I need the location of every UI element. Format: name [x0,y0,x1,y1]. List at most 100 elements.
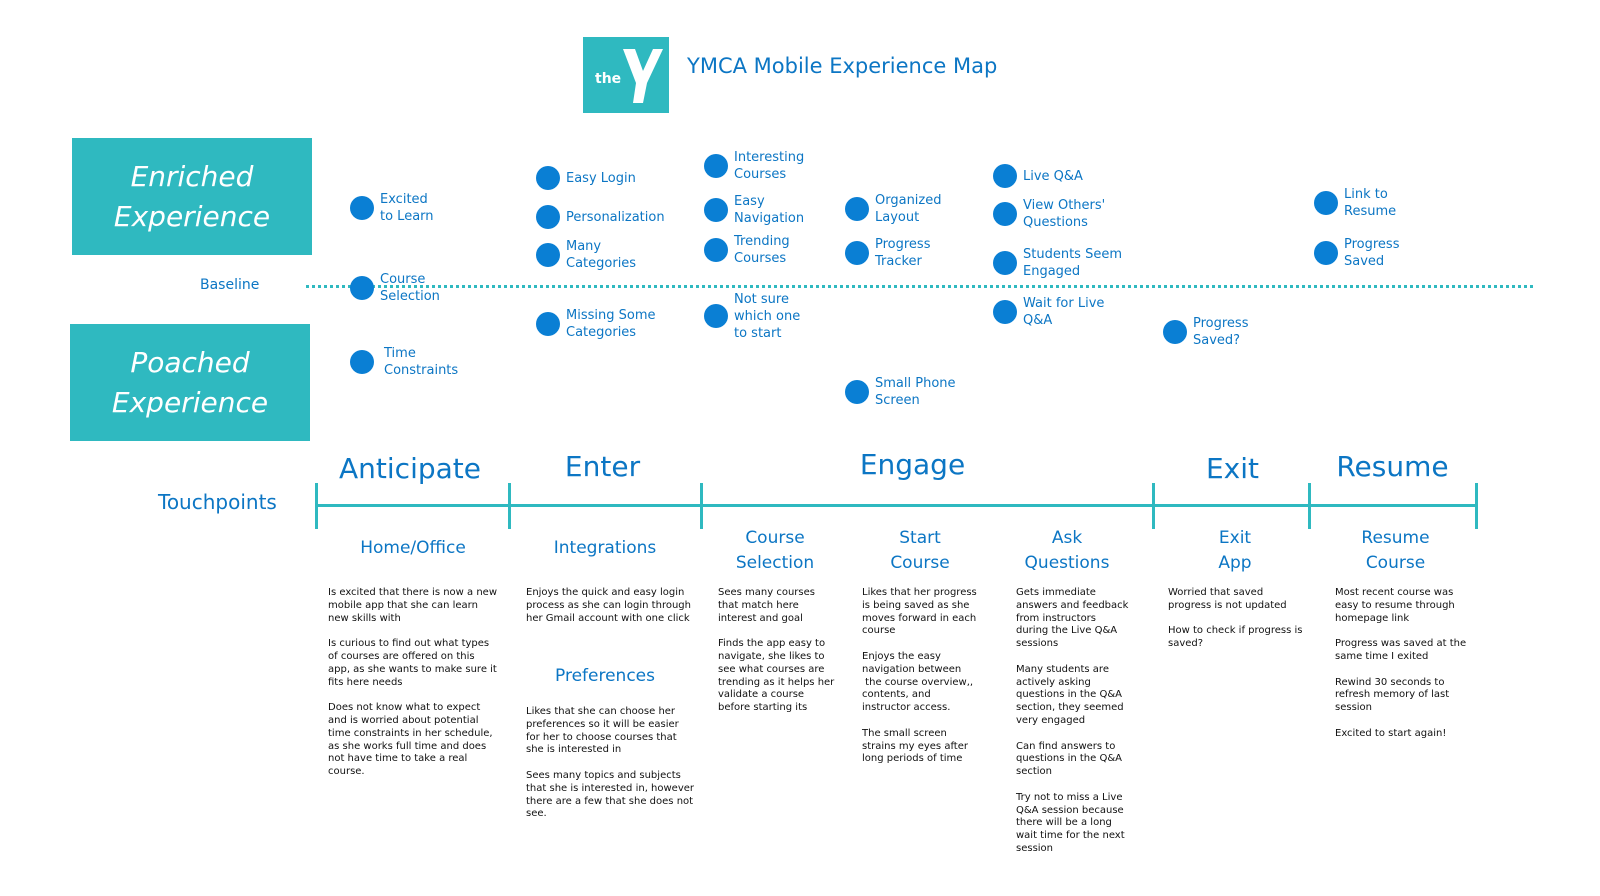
experience-point-label-line: Saved [1344,254,1385,269]
touchpoint-text-line: section [1016,766,1053,778]
touchpoint-text-line: questions in the Q&A [1016,753,1122,765]
touchpoint-text-line: of courses are offered on this [328,650,475,662]
touchpoint-text-line: instructor access. [862,702,951,714]
touchpoint-paragraph: Excited to start again! [1335,728,1475,741]
touchpoint-text-line: session [1016,842,1054,854]
touchpoint-text-line: preferences so it will be easier [526,718,679,730]
touchpoint-text-line: very engaged [1016,714,1086,726]
touchpoint-text-line: Worried that saved [1168,587,1264,598]
stage-enter: Enter [564,450,641,483]
touchpoint-text-line: easy to resume through [1335,599,1455,611]
timeline-tick [1475,483,1478,529]
experience-point-label: Live Q&A [1023,168,1083,185]
touchpoint-text-line: Enjoys the easy [862,650,941,662]
experience-point-label-line: Screen [875,393,920,408]
ymca-logo: the [583,37,669,113]
experience-point-label-line: Resume [1344,204,1397,219]
touchpoint-text-line: navigation between [862,663,962,675]
touchpoint-heading: Integrations [510,536,700,561]
touchpoint-text-line: see what courses are [718,663,825,675]
experience-point-label: View Others' Questions [1023,197,1105,231]
touchpoint-text-line: her Gmail account with one click [526,612,690,624]
page-title: YMCA Mobile Experience Map [687,54,998,78]
experience-point-dot [1314,191,1338,215]
experience-point-label-line: Questions [1023,215,1088,230]
experience-point-label-line: to Learn [380,209,434,224]
experience-point-dot [845,380,869,404]
touchpoint-text-line: Gets immediate [1016,587,1096,598]
experience-point-dot [536,166,560,190]
experience-point-dot [350,350,374,374]
touchpoint-text-line: before starting its [718,702,808,714]
touchpoint-text-line: see. [526,808,547,820]
experience-point-dot [350,196,374,220]
touchpoint-text-line: for her to choose courses that [526,731,677,743]
touchpoint-text-line: trending as it helps her [718,676,835,688]
experience-point-label-line: Missing Some [566,308,656,323]
touchpoint-text-line: Many students are [1016,663,1109,675]
touchpoint-text-line: Likes that she can choose her [526,706,676,717]
touchpoint-text-line: section, they seemed [1016,702,1124,714]
experience-point-label-line: Link to [1344,187,1388,202]
touchpoint-text-line: during the Live Q&A [1016,625,1118,637]
touchpoint-text-line: wait time for the next [1016,830,1125,842]
touchpoint-text-line: and is worried about potential [328,714,479,726]
experience-point-dot [993,300,1017,324]
touchpoint-text-line: interest and goal [718,612,803,624]
experience-point-label-line: Trending [734,234,790,249]
experience-point-label-line: Course [380,272,426,287]
touchpoint-text-line: Is curious to find out what types [328,638,490,650]
touchpoint-text-line: answers and feedback [1016,599,1129,611]
experience-point-dot [536,243,560,267]
touchpoint-text-line: long periods of time [862,753,963,765]
timeline-tick [1308,483,1311,529]
experience-point-label-line: Progress [1193,316,1249,331]
experience-point-label-line: Live Q&A [1023,168,1083,184]
experience-point-label-line: Categories [566,325,637,340]
experience-point-label-line: Layout [875,210,920,225]
timeline-tick [315,483,318,529]
poached-label-line-2: Experience [111,385,269,419]
touchpoint-text-line: progress is not updated [1168,599,1287,611]
enriched-experience-band: Enriched Experience [72,138,312,255]
poached-label-line-1: Poached [130,345,250,379]
touchpoint-text-line: navigate, she likes to [718,650,825,662]
experience-point-dot [704,238,728,262]
experience-point-label-line: which one [734,308,801,324]
touchpoint-text-line: questions in the Q&A [1016,689,1122,701]
touchpoint-heading-line: Home/Office [360,538,466,558]
experience-point-label-line: Time [384,346,416,361]
touchpoint-text-line: Excited to start again! [1335,727,1447,739]
baseline-dotted-line [306,285,1533,288]
experience-point-label-line: Selection [380,289,440,304]
touchpoint-text-line: The small screen [862,727,947,739]
experience-point-label-line: View Others' [1023,198,1106,213]
experience-point-dot [350,276,374,300]
touchpoint-text-line: course [862,625,896,637]
poached-experience-band: Poached Experience [70,324,310,441]
touchpoint-heading-line: Course [890,553,950,573]
experience-point-dot [704,154,728,178]
touchpoints-label: Touchpoints [158,490,277,514]
experience-point-dot [993,164,1017,188]
touchpoint-text-line: from instructors [1016,612,1097,624]
experience-point-dot [536,312,560,336]
experience-point-label-line: Engaged [1023,264,1081,279]
experience-point-label-line: Constraints [384,363,459,378]
